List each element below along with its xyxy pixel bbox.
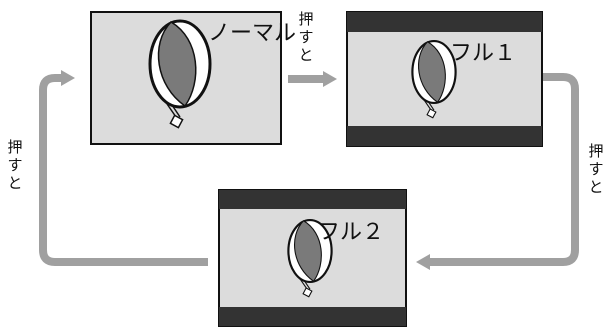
svg-text:す: す — [588, 160, 603, 178]
screen-full1: フル１ — [346, 11, 543, 147]
svg-text:す: す — [298, 28, 313, 46]
mode-label-normal: ノーマル — [208, 21, 296, 46]
svg-text:押: 押 — [298, 10, 313, 28]
svg-text:と: と — [298, 46, 313, 64]
svg-text:す: す — [7, 156, 22, 174]
screen-normal: ノーマル — [90, 11, 296, 145]
letterbox-bar-bottom — [347, 126, 542, 146]
svg-text:と: と — [7, 174, 22, 192]
press-label-full2-to-normal: 押 す と — [7, 138, 22, 192]
svg-text:押: 押 — [7, 138, 22, 156]
mode-label-full2: フル２ — [318, 220, 384, 245]
mode-label-full1: フル１ — [450, 41, 516, 66]
arrow-full1-to-full2 — [428, 73, 579, 266]
screen-full2: フル２ — [218, 189, 407, 327]
cycle-arrows — [39, 70, 579, 270]
arrow-full2-to-normal — [39, 74, 208, 266]
arrow-normal-to-full1-head — [323, 71, 337, 87]
svg-text:押: 押 — [588, 142, 603, 160]
letterbox-bar-top — [219, 190, 406, 209]
arrow-full2-to-normal-head — [61, 70, 75, 86]
letterbox-bar-top — [347, 12, 542, 32]
arrow-full1-to-full2-head — [416, 254, 430, 270]
press-label-normal-to-full1: 押 す と — [298, 10, 313, 64]
press-label-full1-to-full2: 押 す と — [588, 142, 603, 196]
svg-text:と: と — [588, 178, 603, 196]
letterbox-bar-bottom — [219, 307, 406, 326]
